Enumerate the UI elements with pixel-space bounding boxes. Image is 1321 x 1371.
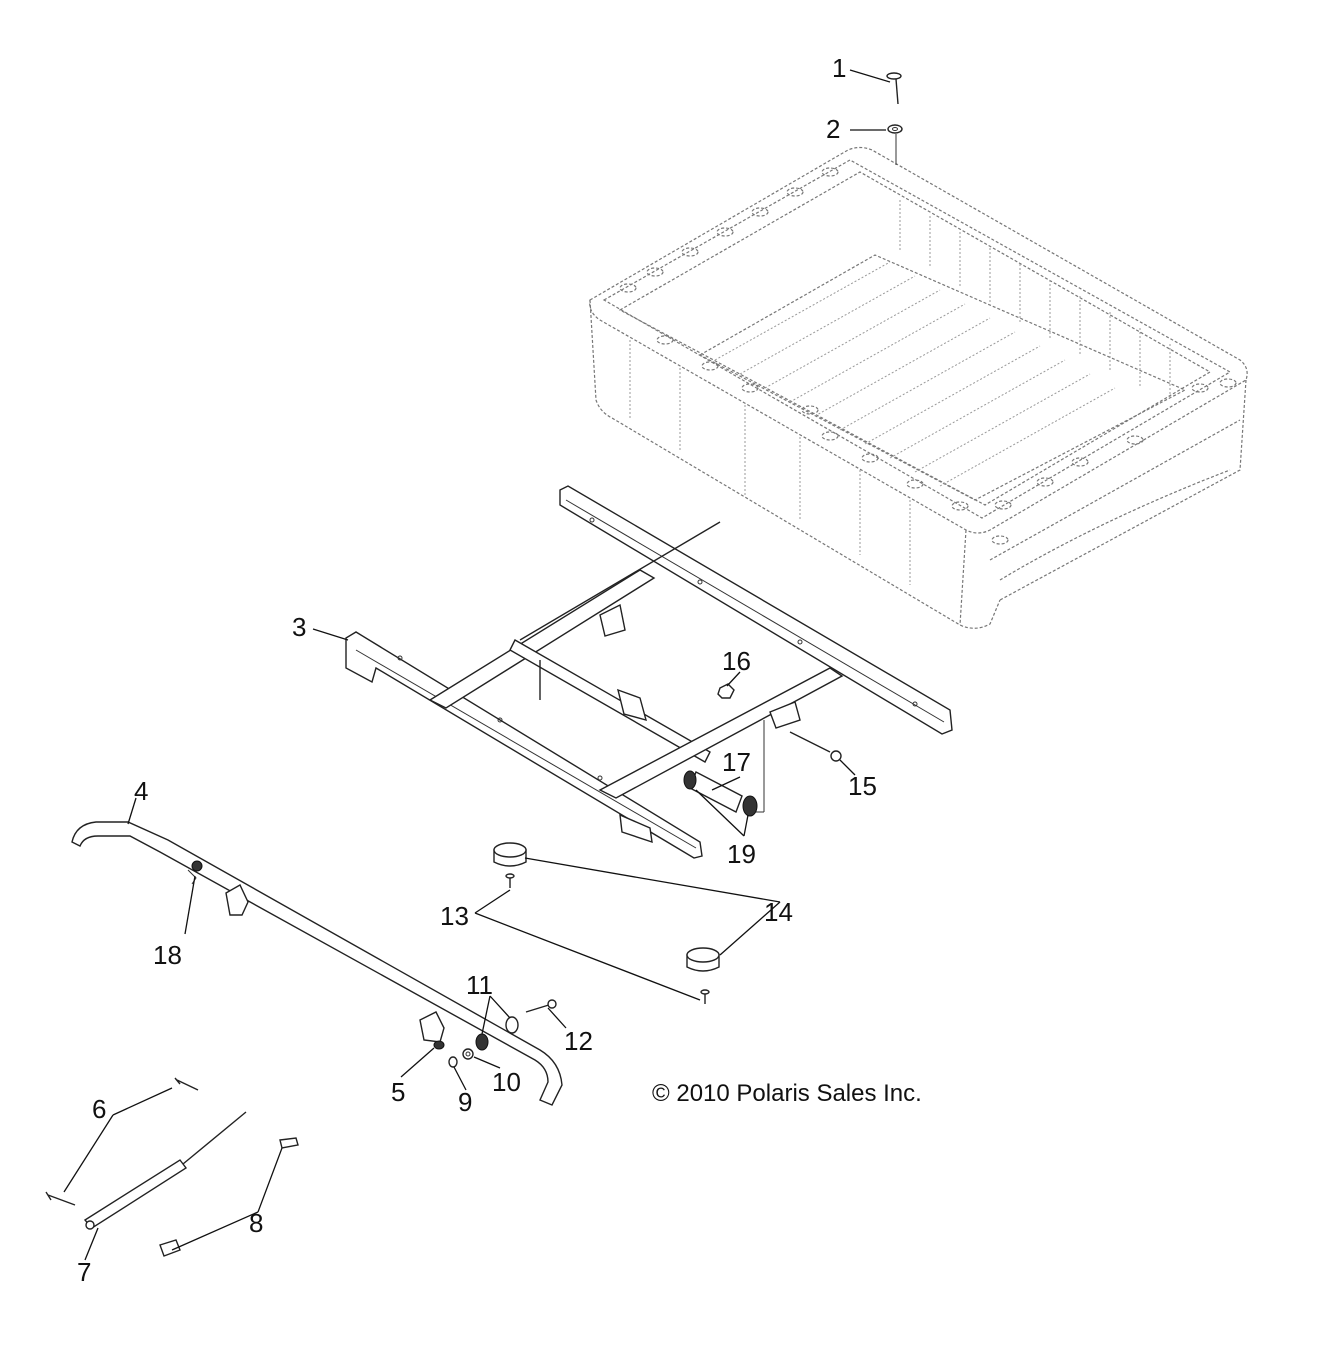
part-1-bolt — [886, 72, 902, 105]
part-3-subframe — [345, 485, 953, 859]
callout-labels: 1 2 3 4 5 6 7 8 9 10 11 12 13 14 15 16 1… — [77, 53, 877, 1287]
callout-19: 19 — [727, 839, 756, 869]
callout-1: 1 — [832, 53, 846, 83]
callout-16: 16 — [722, 646, 751, 676]
part-9-washer — [448, 1056, 458, 1068]
part-17-bushing — [683, 770, 758, 817]
callout-9: 9 — [458, 1087, 472, 1117]
callout-5: 5 — [391, 1077, 405, 1107]
part-10-washer — [462, 1048, 474, 1060]
part-15-bolt — [752, 720, 842, 813]
part-4-tailgate-bar — [71, 821, 563, 1106]
cargo-box — [589, 146, 1248, 629]
callout-10: 10 — [492, 1067, 521, 1097]
part-14-bumper — [493, 842, 720, 972]
callout-6: 6 — [92, 1094, 106, 1124]
callout-17: 17 — [722, 747, 751, 777]
callout-7: 7 — [77, 1257, 91, 1287]
part-2-washer — [887, 124, 903, 165]
part-5-nut — [433, 1040, 445, 1050]
callout-12: 12 — [564, 1026, 593, 1056]
part-16-nut — [717, 683, 735, 699]
callout-13: 13 — [440, 901, 469, 931]
part-7-gas-strut — [83, 1111, 247, 1230]
callout-4: 4 — [134, 776, 148, 806]
callout-15: 15 — [848, 771, 877, 801]
callout-3: 3 — [292, 612, 306, 642]
leader-lines — [63, 69, 891, 1261]
part-8-clip — [159, 1137, 299, 1257]
copyright-notice: © 2010 Polaris Sales Inc. — [652, 1080, 922, 1107]
callout-14: 14 — [764, 897, 793, 927]
part-6-pin — [45, 1077, 199, 1206]
callout-2: 2 — [826, 114, 840, 144]
part-13-screw — [505, 873, 710, 1004]
part-12-bolt — [525, 999, 557, 1013]
callout-18: 18 — [153, 940, 182, 970]
callout-11: 11 — [466, 970, 493, 1000]
callout-8: 8 — [249, 1208, 263, 1238]
